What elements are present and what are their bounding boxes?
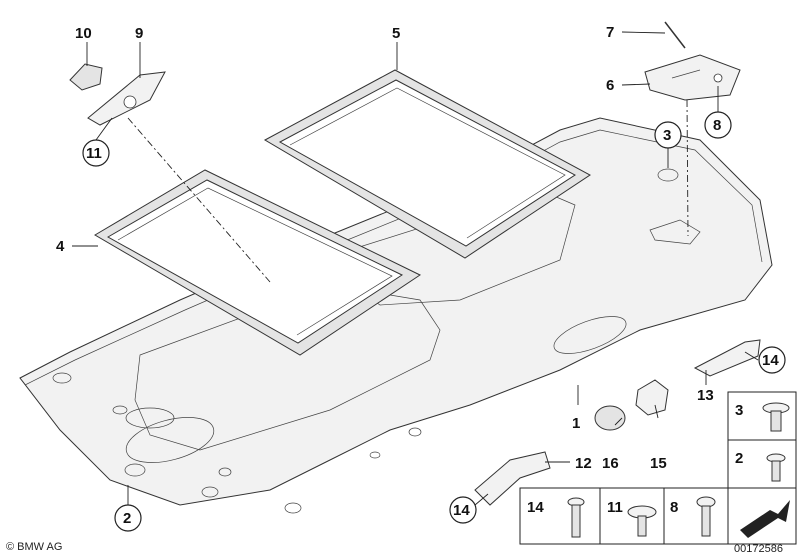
fastener-legend: 3 2 14 11 8 [519,391,797,545]
cover-plate [644,54,741,101]
leader-14b [474,493,489,506]
callout-10: 10 [75,25,92,42]
holder-part [635,379,669,416]
cap-part [594,405,626,431]
sunroof-frame-front [263,69,591,259]
callout-15: 15 [650,455,667,472]
leader-6 [621,83,651,86]
callout-2: 2 [123,510,131,527]
legend-label-14: 14 [527,499,544,516]
grab-handle-right [693,339,761,377]
reference-number: 00172586 [734,543,783,555]
leader-7 [621,31,666,34]
callout-13: 13 [697,387,714,404]
screw-icon [567,497,585,538]
washer-screw-icon [627,505,657,537]
callout-14a: 14 [762,352,779,369]
legend-label-11: 11 [607,499,623,516]
callout-8: 8 [713,117,721,134]
sunroof-frame-rear [94,169,422,356]
legend-label-8: 8 [670,499,678,516]
callout-11: 11 [86,145,102,162]
leader-16 [614,417,623,426]
push-rivet-icon [762,402,790,432]
callout-4: 4 [56,238,65,255]
leader-11 [95,117,113,141]
expanding-rivet-icon [766,453,786,482]
callout-5: 5 [392,25,400,42]
leader-15 [654,404,659,419]
brand-text: BMW AG [17,541,63,553]
grab-handle-left [474,451,551,506]
callout-9: 9 [135,25,143,42]
copyright-brand: © BMW AG [6,541,63,553]
tapping-screw-icon [696,496,716,537]
clip-part [69,63,103,91]
callout-1: 1 [572,415,580,432]
callout-14b: 14 [453,502,470,519]
callout-6: 6 [606,77,614,94]
callout-12: 12 [575,455,592,472]
holder-bracket [87,71,166,126]
legend-label-2: 2 [735,450,743,467]
callout-7: 7 [606,24,614,41]
wire [664,21,686,49]
legend-label-3: 3 [735,402,743,419]
callout-16: 16 [602,455,619,472]
callout-3: 3 [663,127,671,144]
leader-14a [744,351,759,361]
direction-arrow-icon [740,500,790,538]
leader-dashdot-11 [127,117,271,283]
